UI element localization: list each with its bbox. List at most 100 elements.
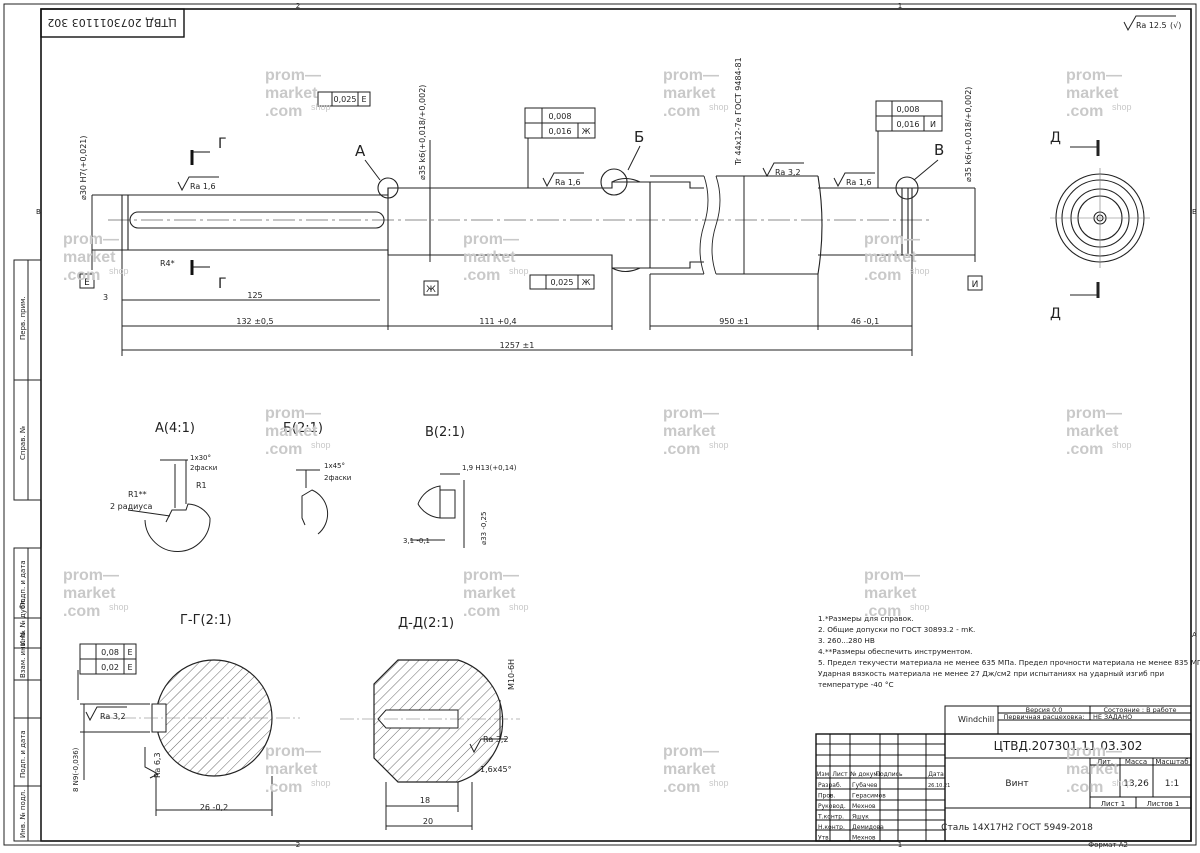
tol-value: 0,008 <box>897 105 920 114</box>
detail-b <box>296 469 329 535</box>
diameter-dims <box>91 140 976 274</box>
note: 3. 260...280 HB <box>818 636 875 645</box>
watermark-text: market <box>663 423 716 440</box>
general-roughness: Ra 12.5 (√) <box>1123 15 1181 32</box>
watermark-text: market <box>864 249 917 266</box>
watermark-text: prom— <box>1066 405 1122 422</box>
watermark-text: .com <box>265 779 302 796</box>
detail-label-a: А <box>355 142 366 160</box>
watermark-text: prom— <box>1066 67 1122 84</box>
tb-header: Подпись <box>876 771 903 778</box>
section-dd <box>340 659 520 830</box>
dim-dia30: ⌀30 H7(+0,021) <box>79 136 88 201</box>
watermark-text: shop <box>311 778 331 788</box>
side-label: Инв. № подл. <box>19 790 27 838</box>
section-letter-d: Д <box>1050 306 1061 322</box>
watermark-text: market <box>463 585 516 602</box>
datum-e: E <box>84 278 90 288</box>
datum-zh: Ж <box>426 285 436 295</box>
watermark-text: prom— <box>463 567 519 584</box>
tol-value: 0,016 <box>897 120 920 129</box>
version: Версия 0.0 <box>1026 706 1063 714</box>
watermark-text: prom— <box>463 231 519 248</box>
section-gg <box>77 643 300 816</box>
watermark-text: shop <box>709 440 729 450</box>
watermark-text: .com <box>1066 779 1103 796</box>
view-title-a: А(4:1) <box>155 421 195 436</box>
watermark-text: .com <box>265 103 302 120</box>
watermark-text: .com <box>663 441 700 458</box>
tol-datum: E <box>127 663 132 672</box>
technical-notes: 1.*Размеры для справок. 2. Общие допуски… <box>818 614 1200 689</box>
watermark-text: .com <box>265 441 302 458</box>
detail-label-b: Б <box>634 128 644 146</box>
zone-marker: 2 <box>296 2 300 10</box>
watermark-text: shop <box>709 102 729 112</box>
tol-value: 0,025 <box>551 278 574 287</box>
state: Состояние : В работе <box>1104 706 1177 714</box>
watermark-text: prom— <box>663 405 719 422</box>
dim-text: 18 <box>420 796 430 805</box>
watermark-text: market <box>663 761 716 778</box>
watermark-text: market <box>663 85 716 102</box>
note: 2. Общие допуски по ГОСТ 30893.2 - mK. <box>818 625 975 634</box>
outer-border <box>3 3 1197 846</box>
watermark-text: market <box>265 85 318 102</box>
roughness-check-icon: (√) <box>1170 21 1181 30</box>
col-lit: Лит. <box>1097 758 1113 766</box>
shaft-main-view <box>108 168 930 275</box>
tb-name: Мехнов <box>852 835 876 842</box>
dim-text: 1x30° <box>190 454 211 462</box>
watermark-text: shop <box>509 602 529 612</box>
watermark-text: prom— <box>265 743 321 760</box>
tol-datum: Ж <box>582 127 591 136</box>
roughness: Ra 6,3 <box>153 752 162 778</box>
dim-thread: Tr 44x12-7e ГОСТ 9484-81 <box>734 57 743 166</box>
watermark-text: market <box>265 761 318 778</box>
watermark-text: shop <box>1112 102 1132 112</box>
tol-datum: E <box>361 95 366 104</box>
dim-dia35a: ⌀35 k6(+0,018/+0,002) <box>418 85 427 180</box>
tol-datum: И <box>930 120 936 129</box>
watermark-text: shop <box>910 266 930 276</box>
watermark-text: market <box>1066 761 1119 778</box>
dim-111: 111 +0,4 <box>479 317 516 326</box>
tolerance-frames <box>317 91 943 290</box>
sheets-label: Листов 1 <box>1147 800 1180 808</box>
watermark-text: prom— <box>265 67 321 84</box>
note: Ударная вязкость материала не менее 27 Д… <box>818 669 1164 678</box>
dim-text: 1,9 H13(+0,14) <box>462 464 517 472</box>
tb-header: Дата <box>928 771 944 778</box>
roughness-value: Ra 12.5 <box>1136 21 1167 30</box>
zone-marker: 2 <box>296 841 300 849</box>
roughness: Ra 3,2 <box>100 712 126 721</box>
dim-text: 1x45° <box>324 462 345 470</box>
tb-header: Изм <box>817 771 829 778</box>
watermark-text: shop <box>910 602 930 612</box>
watermark-text: market <box>463 249 516 266</box>
watermark-text: shop <box>1112 440 1132 450</box>
dim-text: 26 -0,2 <box>200 803 228 812</box>
dim-overall: 1257 ±1 <box>500 341 535 350</box>
radius-label: R4* <box>160 259 175 268</box>
zone-marker: A <box>1192 631 1197 639</box>
zone-marker: 1 <box>898 2 902 10</box>
tb-role: Разраб. <box>818 782 842 789</box>
side-label: Подп. и дата <box>19 730 27 778</box>
watermark-text: shop <box>311 102 331 112</box>
dim-text: ⌀33 -0,25 <box>480 512 488 545</box>
dim-46: 46 -0,1 <box>851 317 879 326</box>
watermark-text: shop <box>109 602 129 612</box>
note: температуре -40 °С <box>818 680 894 689</box>
system-name: Windchill <box>958 715 994 724</box>
watermark-text: .com <box>663 103 700 120</box>
note: 4.**Размеры обеспечить инструментом. <box>818 647 972 656</box>
dim-text: 3,1 -0,1 <box>403 537 430 545</box>
watermark-text: market <box>63 249 116 266</box>
col-mass: Масса <box>1125 758 1147 766</box>
watermark-text: shop <box>311 440 331 450</box>
view-title-dd: Д-Д(2:1) <box>398 616 454 631</box>
drawing-number: ЦТВД.207301.11.03.302 <box>994 739 1143 753</box>
watermark-text: prom— <box>265 405 321 422</box>
